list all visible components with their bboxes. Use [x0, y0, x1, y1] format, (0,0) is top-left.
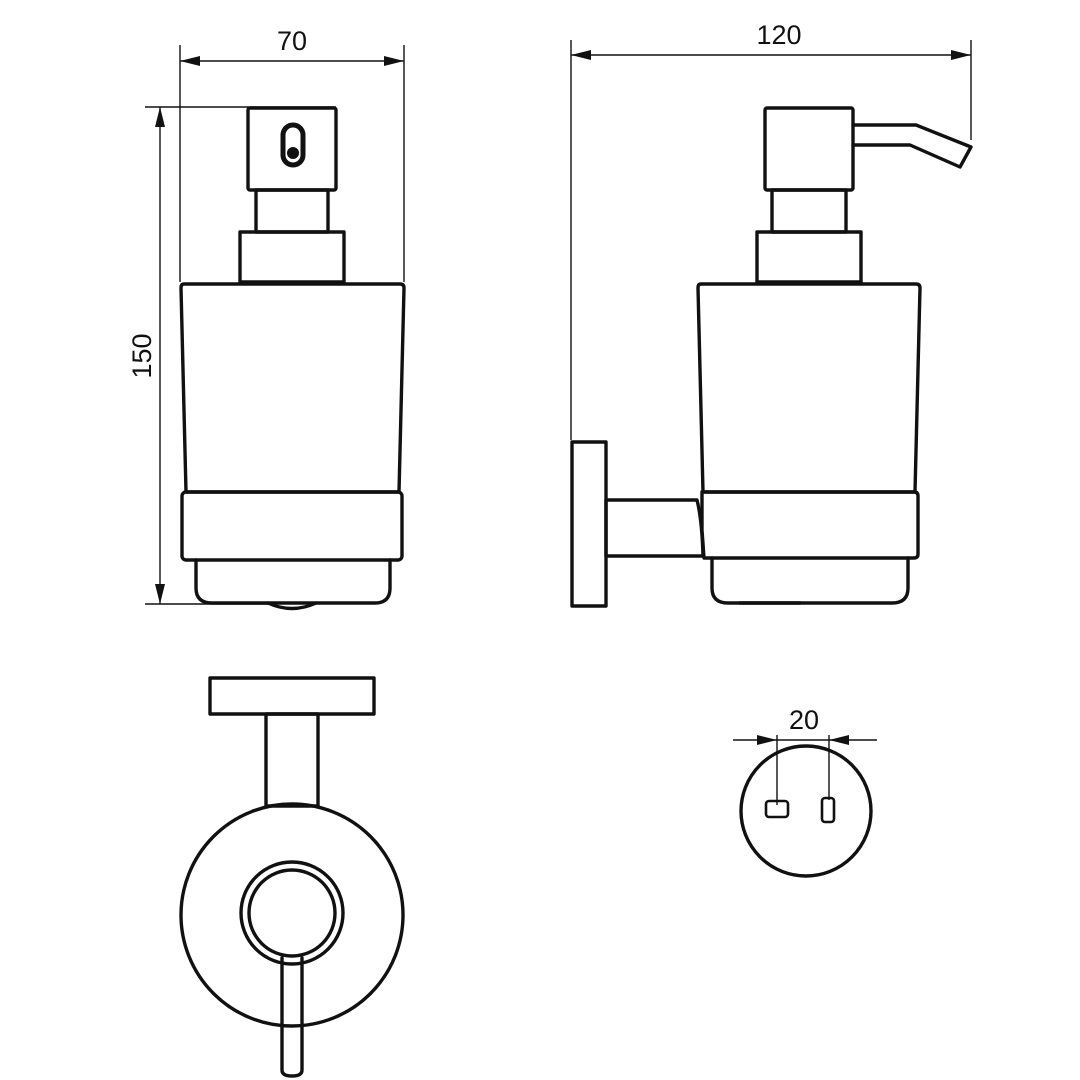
dimension-width-front-label: 70 — [277, 26, 307, 56]
side-view — [570, 106, 973, 608]
top-view — [179, 676, 405, 1078]
dimension-width-side-label: 120 — [756, 20, 801, 50]
side-pump-collar — [755, 230, 863, 284]
mount-plate — [739, 744, 873, 878]
side-pump-spout — [851, 123, 973, 169]
front-base-cup — [194, 558, 392, 605]
top-container-inner — [247, 868, 337, 958]
mount-plate-view — [739, 744, 873, 878]
top-container-outer — [239, 860, 345, 966]
front-base-foot — [266, 601, 318, 611]
front-pump-stem — [254, 188, 330, 234]
front-glass-container — [179, 282, 406, 494]
dimension-width-front: 70 — [179, 26, 405, 282]
side-pump-stem — [770, 188, 848, 234]
top-wall-plate — [208, 676, 376, 716]
front-holder-ring — [180, 490, 404, 562]
side-pump-head — [763, 106, 855, 192]
holder-arm — [604, 498, 705, 558]
side-glass-container — [696, 282, 922, 494]
mount-slot-right — [820, 796, 836, 824]
dimension-mount-spacing-label: 20 — [789, 705, 819, 735]
wall-plate — [570, 440, 608, 608]
side-base-cup — [710, 556, 910, 605]
dimension-height: 150 — [127, 106, 336, 605]
front-pump-collar — [238, 230, 346, 284]
side-holder-ring — [700, 490, 920, 560]
top-holder-ring — [179, 802, 405, 1028]
top-arm — [264, 712, 320, 808]
front-view — [179, 106, 406, 611]
dimension-height-label: 150 — [127, 333, 157, 378]
dimension-mount-spacing: 20 — [733, 705, 877, 805]
dimension-width-side: 120 — [570, 20, 972, 440]
nozzle-opening-icon — [280, 122, 306, 168]
top-spout — [280, 956, 304, 1078]
